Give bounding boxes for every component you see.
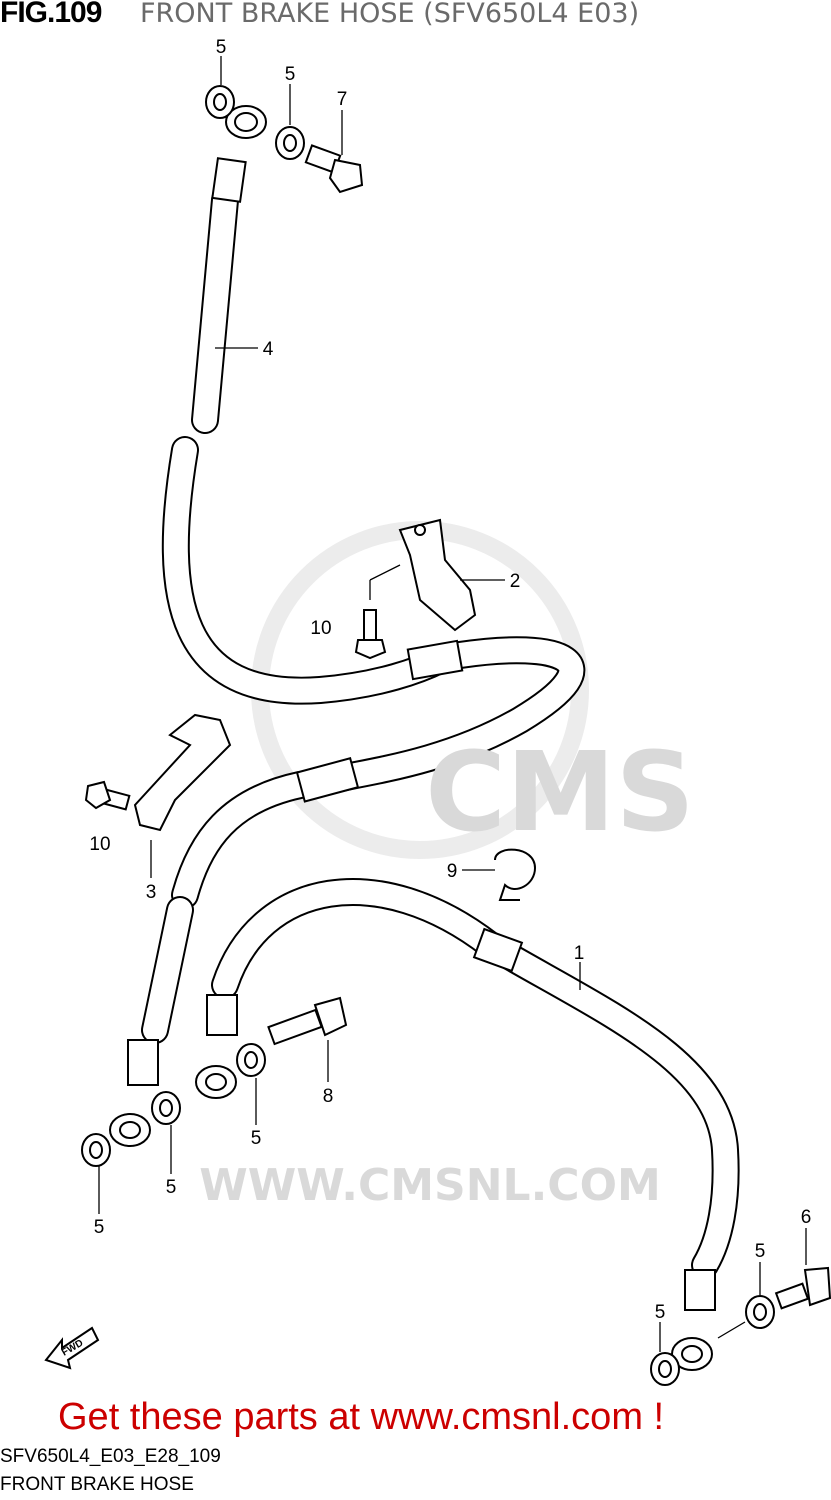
callout-5: 5 [94, 1217, 105, 1238]
hose-1 [211, 878, 740, 1279]
watermark: CMS WWW.CMSNL.COM [199, 728, 694, 1211]
brackets [133, 518, 537, 901]
page-title: FRONT BRAKE HOSE (SFV650L4 E03) [140, 0, 640, 29]
callout-1: 1 [574, 943, 585, 964]
callout-5: 5 [655, 1302, 666, 1323]
hose-4 [141, 186, 586, 1044]
callout-8: 8 [323, 1086, 334, 1107]
bolts [84, 144, 831, 1310]
callout-5: 5 [166, 1177, 177, 1198]
callout-2: 2 [510, 571, 521, 592]
diagram-code: SFV650L4_E03_E28_109 [0, 1446, 221, 1467]
callout-5: 5 [216, 37, 227, 58]
callout-5: 5 [285, 64, 296, 85]
leader-lines [98, 56, 807, 1352]
fwd-arrow-icon: FWD [44, 1326, 100, 1370]
watermark-url: WWW.CMSNL.COM [199, 1160, 661, 1211]
callout-6: 6 [801, 1207, 812, 1228]
callout-10: 10 [310, 618, 331, 639]
washers [81, 85, 775, 1386]
callout-4: 4 [263, 339, 274, 360]
callout-5: 5 [251, 1128, 262, 1149]
promo-link[interactable]: Get these parts at www.cmsnl.com ! [58, 1396, 665, 1438]
callout-10: 10 [89, 834, 110, 855]
watermark-logo: CMS [425, 728, 694, 856]
diagram-name: FRONT BRAKE HOSE [0, 1474, 194, 1495]
callout-5: 5 [755, 1241, 766, 1262]
figure-number: FIG.109 [0, 0, 102, 29]
callout-9: 9 [447, 861, 458, 882]
fittings [109, 105, 716, 1371]
callout-3: 3 [146, 882, 157, 903]
callout-7: 7 [337, 89, 348, 110]
callouts: 5 5 7 4 2 10 10 3 9 1 8 5 5 5 6 5 5 [89, 37, 811, 1323]
